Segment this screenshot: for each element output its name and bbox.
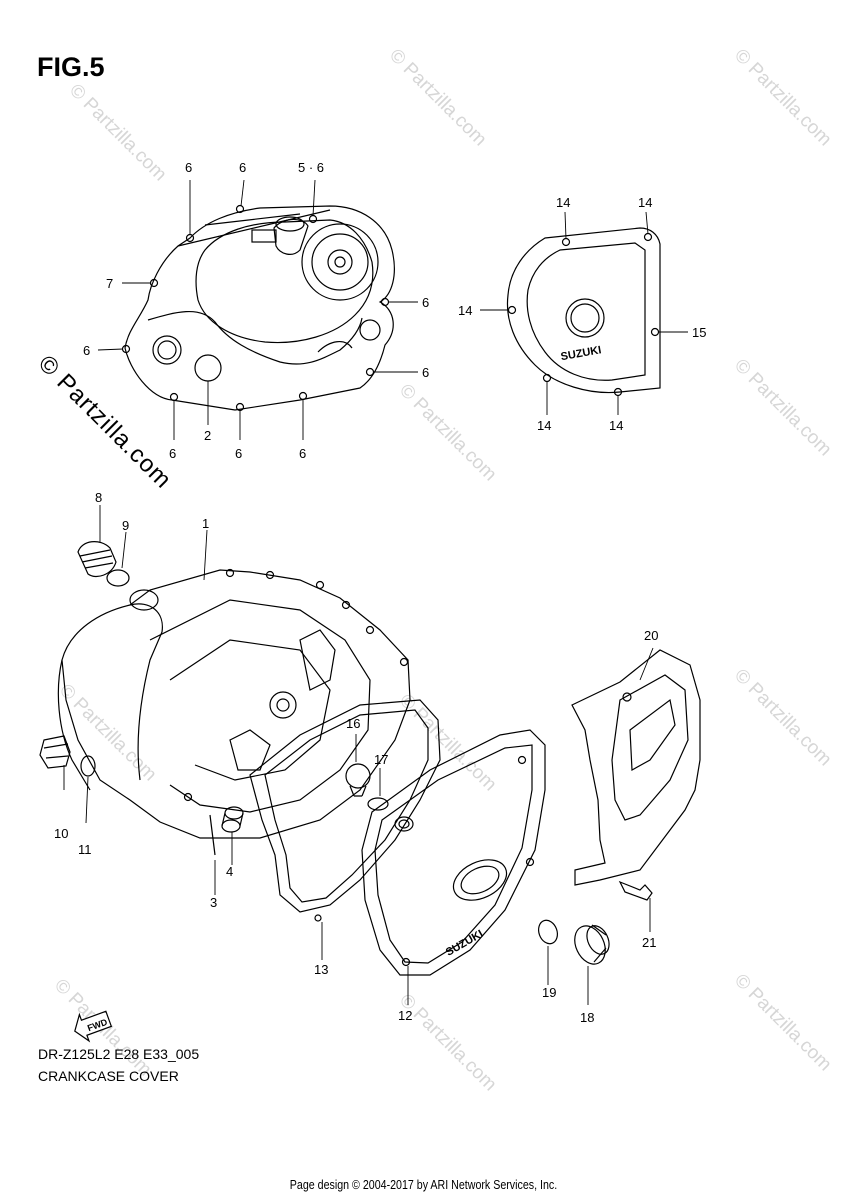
o-ring-19 — [537, 919, 559, 945]
callout: 17 — [374, 752, 388, 767]
callout: 11 — [78, 842, 92, 857]
crankcase-cover — [57, 568, 411, 856]
callout: 21 — [642, 935, 656, 950]
model-code: DR-Z125L2 E28 E33_005 — [38, 1046, 200, 1062]
figure-label: FIG.5 — [37, 52, 105, 82]
dowel-pin — [221, 806, 244, 833]
brand-mark: SUZUKI — [444, 928, 485, 959]
forward-arrow-icon: FWD — [74, 1010, 113, 1043]
callout: 16 — [346, 716, 360, 731]
o-ring-9 — [106, 569, 130, 587]
callout: 5 · 6 — [298, 160, 324, 175]
callout: 6 — [235, 446, 242, 461]
callout: 14 — [609, 418, 623, 433]
callout: 19 — [542, 985, 556, 1000]
clutch-cover-outline — [121, 204, 395, 412]
page-footer: Page design © 2004-2017 by ARI Network S… — [289, 1177, 558, 1192]
callout: 18 — [580, 1010, 594, 1025]
oil-filler-cap — [77, 541, 117, 578]
callout: 15 — [692, 325, 706, 340]
drain-plug — [39, 735, 71, 769]
callout: 13 — [314, 962, 328, 977]
callout: 3 — [210, 895, 217, 910]
sprocket-cover — [571, 649, 701, 886]
callout: 8 — [95, 490, 102, 505]
generator-cover: SUZUKI — [361, 729, 546, 976]
callout: 6 — [299, 446, 306, 461]
callout: 7 — [106, 276, 113, 291]
callouts: 6 6 5 · 6 7 6 6 6 2 6 6 6 14 14 14 15 14… — [54, 160, 706, 1025]
figure-caption: CRANKCASE COVER — [38, 1068, 179, 1084]
cover-gasket — [249, 699, 441, 922]
bolt — [618, 880, 653, 901]
timing-plug — [574, 924, 610, 965]
callout: 14 — [458, 303, 472, 318]
callout: 6 — [239, 160, 246, 175]
callout: 14 — [638, 195, 652, 210]
callout: 1 — [202, 516, 209, 531]
callout: 2 — [204, 428, 211, 443]
callout: 14 — [556, 195, 570, 210]
callout: 6 — [83, 343, 90, 358]
callout: 20 — [644, 628, 658, 643]
callout: 10 — [54, 826, 68, 841]
leader-lines-top-right — [480, 211, 688, 415]
callout: 4 — [226, 864, 233, 879]
callout: 6 — [185, 160, 192, 175]
callout: 6 — [169, 446, 176, 461]
leader-lines-top-left — [97, 179, 418, 440]
callout: 6 — [422, 365, 429, 380]
brand-mark: SUZUKI — [560, 344, 602, 363]
washer-11 — [80, 755, 96, 777]
inspection-plug — [345, 763, 371, 797]
magneto-cover-top: SUZUKI — [506, 227, 661, 397]
callout: 14 — [537, 418, 551, 433]
callout: 9 — [122, 518, 129, 533]
o-ring-17 — [367, 797, 389, 811]
leader-lines-bottom — [63, 505, 654, 1005]
callout: 12 — [398, 1008, 412, 1023]
callout: 6 — [422, 295, 429, 310]
